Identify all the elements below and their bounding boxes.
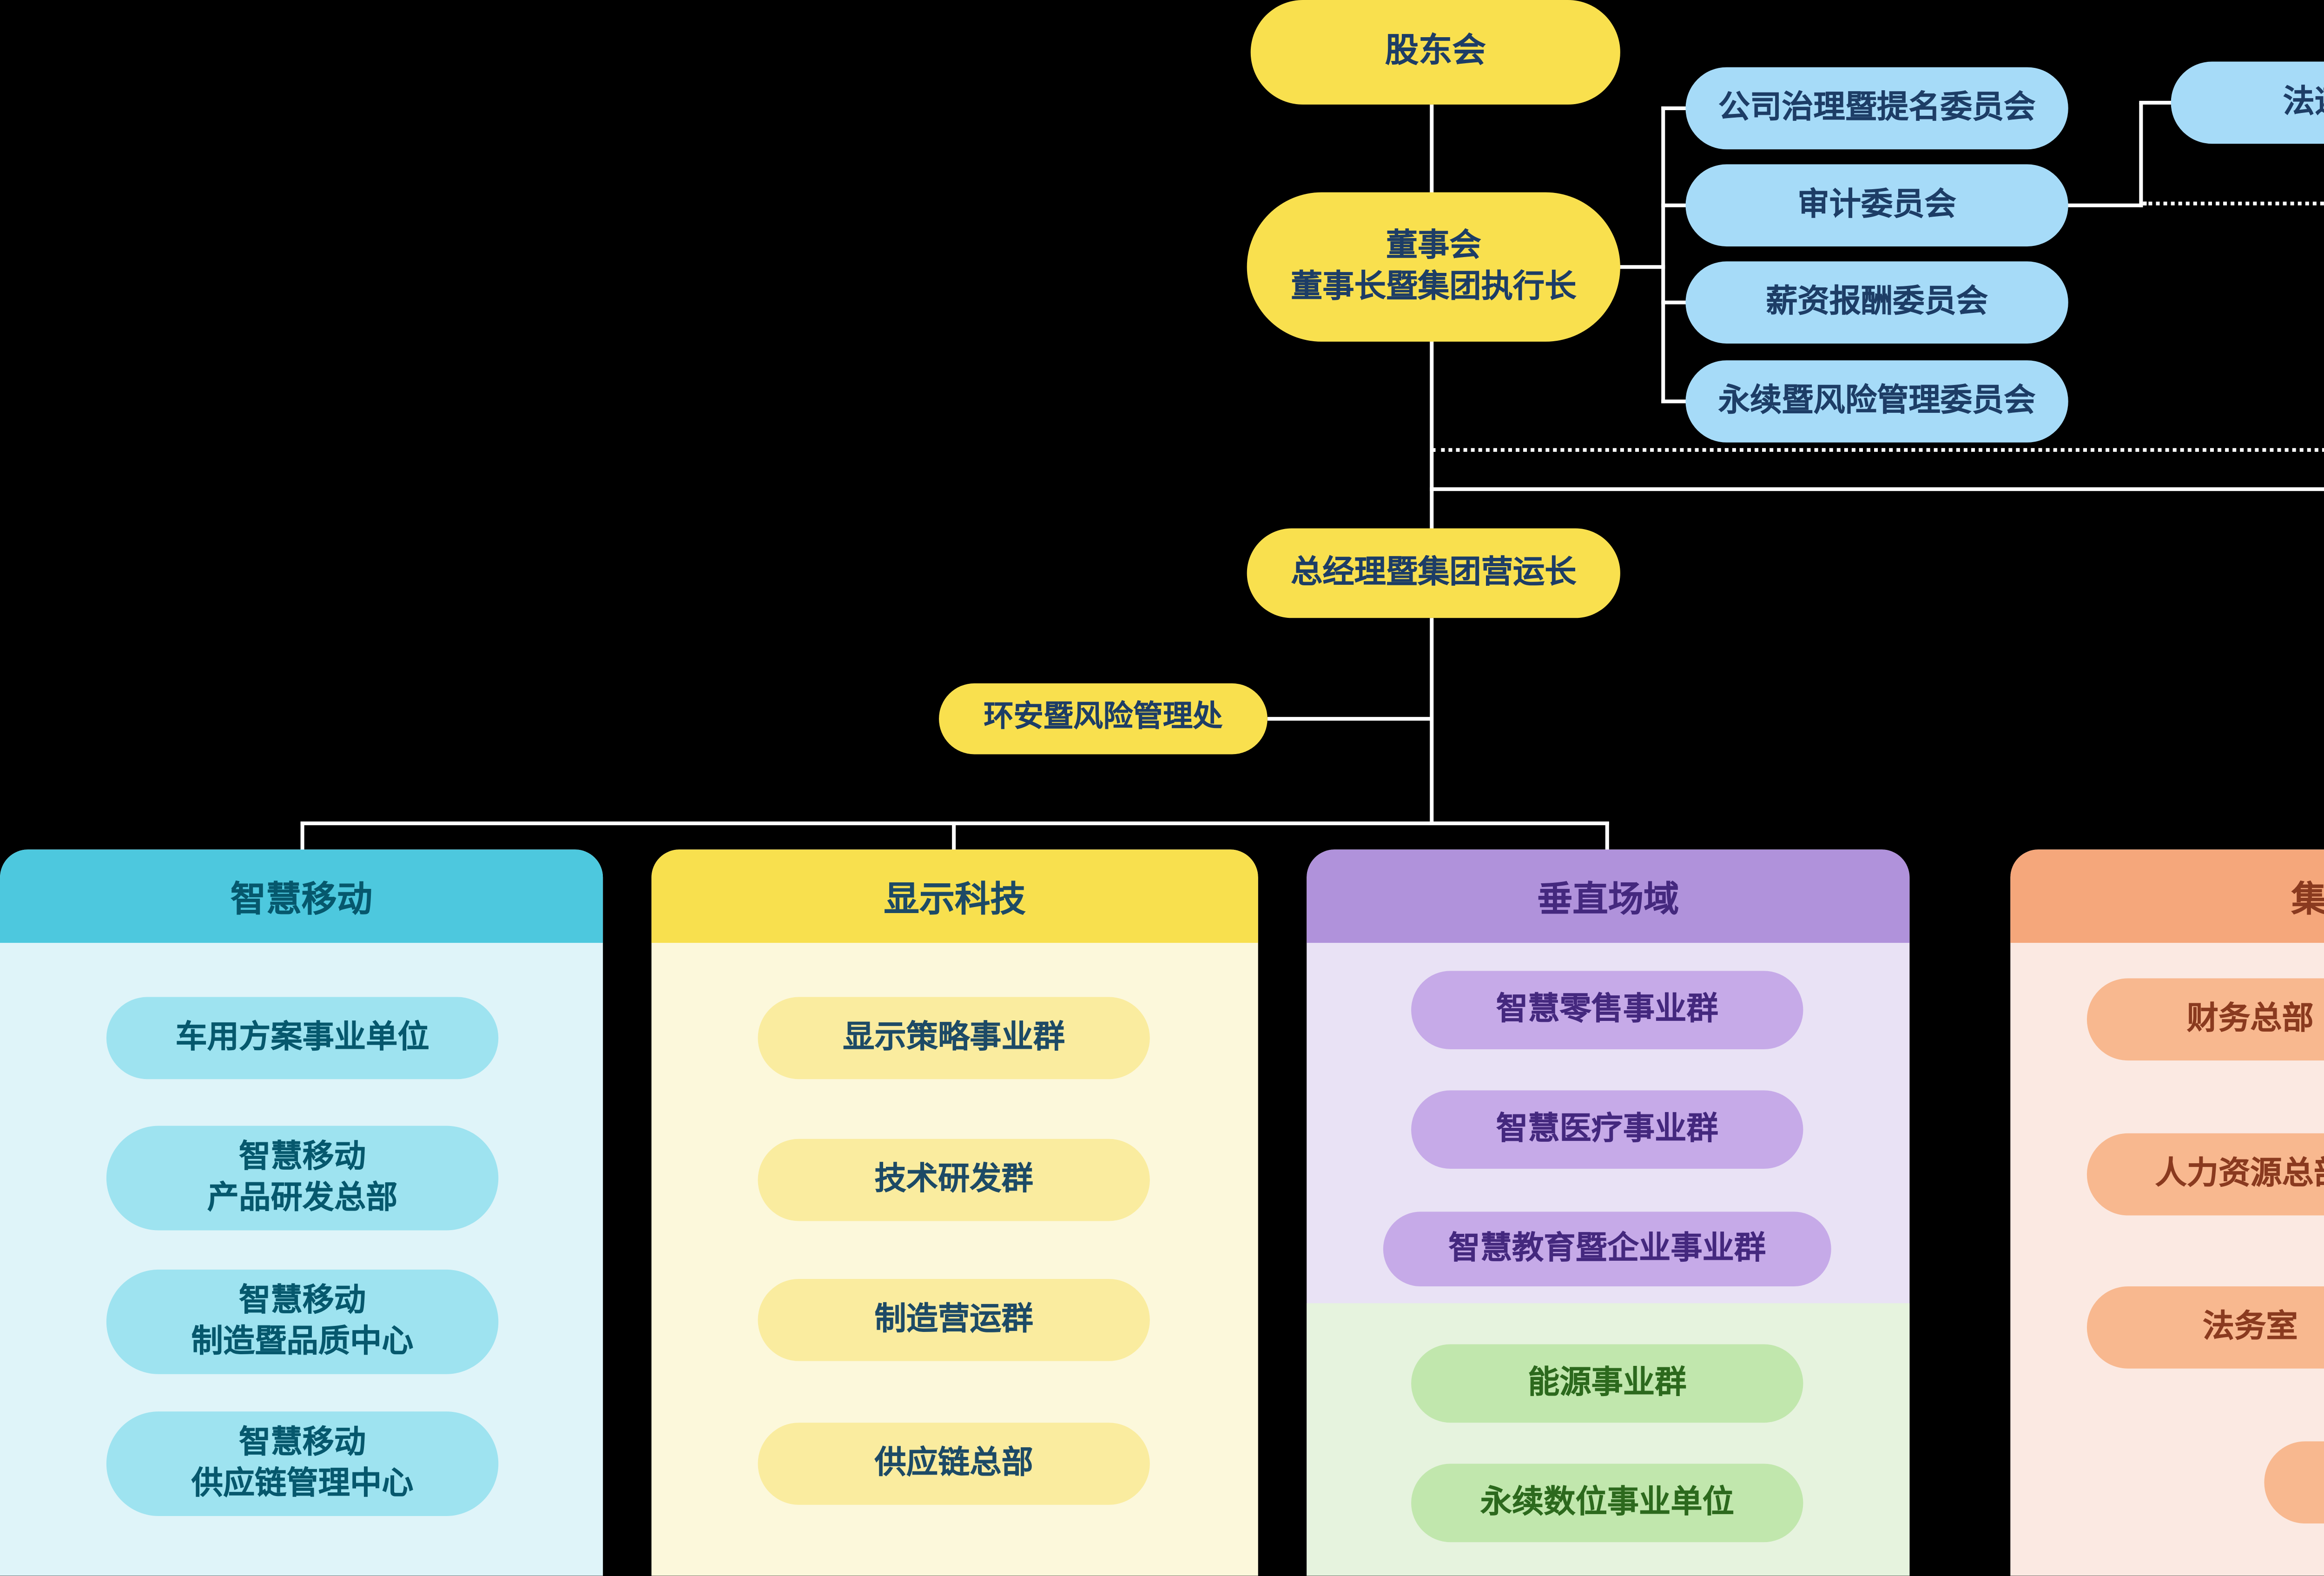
node-mobility-product-rd-hq: 智慧移动 产品研发总部: [106, 1126, 499, 1231]
node-legal-office: 法务室: [2086, 1286, 2324, 1369]
node-board-of-directors: 董事会 董事长暨集团执行长: [1247, 192, 1620, 342]
connector-line: [1616, 265, 1665, 269]
connector-line: [2064, 203, 2143, 207]
connector-line: [1430, 104, 1434, 194]
connector-line: [1605, 821, 1609, 852]
node-manufacturing-operations-group: 制造营运群: [758, 1278, 1150, 1361]
dotted-connector-line: [1432, 448, 2324, 452]
column-display-technology-title: 显示科技: [651, 849, 1258, 943]
node-supply-chain-hq: 供应链总部: [758, 1423, 1150, 1505]
connector-line: [1430, 618, 1434, 824]
connector-line: [2139, 102, 2143, 207]
connector-line: [2139, 100, 2173, 105]
node-finance-hq: 财务总部: [2086, 978, 2324, 1061]
node-energy-bg: 能源事业群: [1411, 1344, 1803, 1423]
column-group-operations-support-title: 集团营运支援单位: [2010, 849, 2324, 943]
connector-line: [952, 821, 956, 852]
dotted-connector-line: [2143, 201, 2324, 205]
node-mobility-supply-chain-center: 智慧移动 供应链管理中心: [106, 1411, 499, 1516]
node-committee-governance-nomination: 公司治理暨提名委员会: [1685, 67, 2068, 150]
connector-line: [1661, 203, 1688, 207]
node-smart-retail-bg: 智慧零售事业群: [1411, 971, 1803, 1049]
node-human-resources-hq: 人力资源总部: [2086, 1133, 2324, 1216]
column-group-operations-support: 集团营运支援单位 财务总部 数位技术发展总部 人力资源总部 永续发展总部 法务室…: [2010, 849, 2324, 1576]
node-technology-rd-group: 技术研发群: [758, 1139, 1150, 1221]
connector-line: [1430, 487, 2324, 491]
connector-line: [1661, 106, 1688, 110]
node-display-strategy-bg: 显示策略事业群: [758, 997, 1150, 1079]
column-vertical-domains-title: 垂直场域: [1307, 849, 1910, 943]
node-sustainable-digital-bu: 永续数位事业单位: [1411, 1463, 1803, 1543]
node-esh-risk-management-office: 环安暨风险管理处: [939, 683, 1268, 755]
connector-line: [1661, 106, 1665, 404]
node-shareholders-meeting: 股东会: [1250, 0, 1620, 105]
connector-line: [1430, 339, 1434, 529]
column-display-technology: 显示科技 显示策略事业群 技术研发群 制造营运群 供应链总部: [651, 849, 1258, 1576]
node-audit-management-office: 稽核管理处: [2264, 1441, 2324, 1524]
node-committee-compensation: 薪资报酬委员会: [1685, 261, 2068, 344]
connector-line: [300, 821, 304, 852]
node-committee-sustainability-risk: 永续暨风险管理委员会: [1685, 360, 2068, 443]
node-smart-medical-bg: 智慧医疗事业群: [1411, 1090, 1803, 1169]
column-smart-mobility-title: 智慧移动: [0, 849, 603, 943]
node-chief-compliance-counsel: 法遵总顾问: [2171, 61, 2324, 144]
column-smart-mobility: 智慧移动 车用方案事业单位 智慧移动 产品研发总部 智慧移动 制造暨品质中心 智…: [0, 849, 603, 1576]
node-smart-education-enterprise-bg: 智慧教育暨企业事业群: [1383, 1212, 1831, 1287]
node-president-group-coo: 总经理暨集团营运长: [1247, 528, 1620, 618]
connector-line: [1661, 399, 1688, 404]
node-automotive-solutions-bu: 车用方案事业单位: [106, 997, 499, 1079]
connector-line: [1661, 300, 1688, 305]
node-mobility-manufacturing-quality-center: 智慧移动 制造暨品质中心: [106, 1269, 499, 1374]
connector-line: [1267, 717, 1432, 721]
node-committee-audit: 审计委员会: [1685, 164, 2068, 247]
column-vertical-domains: 垂直场域 智慧零售事业群 智慧医疗事业群 智慧教育暨企业事业群 能源事业群 永续…: [1307, 849, 1910, 1576]
